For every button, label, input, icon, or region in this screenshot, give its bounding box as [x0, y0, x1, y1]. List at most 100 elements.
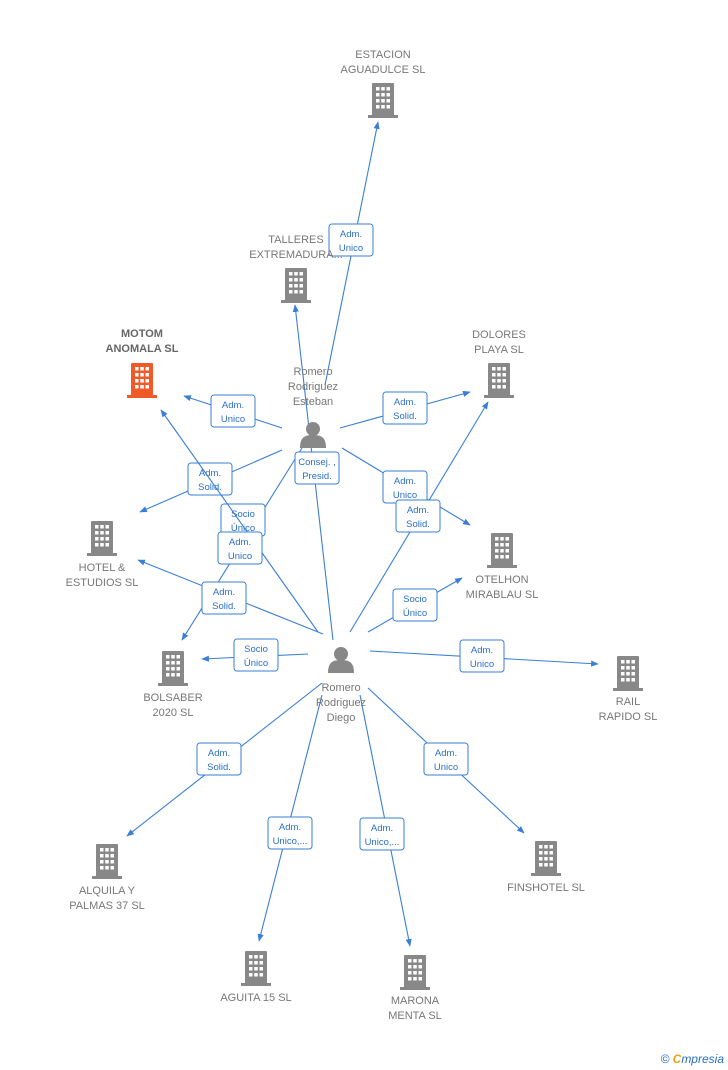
edge-label-text: Adm. — [229, 537, 251, 548]
company-node-otelhon[interactable]: OTELHON MIRABLAU SL — [466, 533, 539, 601]
edge-label-text: Unico,... — [273, 836, 308, 847]
edge-label-box — [201, 581, 247, 615]
company-label: RAPIDO SL — [599, 711, 658, 723]
company-node-marona[interactable]: MARONA MENTA SL — [388, 955, 442, 1022]
building-icon — [484, 363, 514, 398]
person-label: Rodriguez — [316, 697, 366, 709]
edge-label[interactable]: Adm.Unico — [382, 470, 428, 504]
building-icon — [158, 651, 188, 686]
edge-label-text: Unico — [221, 414, 245, 425]
building-icon — [281, 268, 311, 303]
company-label: TALLERES — [268, 234, 323, 246]
edge-label-text: Único — [244, 658, 268, 669]
person-label: Rodriguez — [288, 381, 338, 393]
edge-label-text: Unico,... — [365, 837, 400, 848]
company-label: ESTACION — [355, 49, 410, 61]
edge-label[interactable]: Adm.Unico — [459, 639, 505, 673]
edge-label-box — [267, 816, 313, 850]
edge-label-text: Solid. — [393, 411, 417, 422]
company-node-finshotel[interactable]: FINSHOTEL SL — [507, 841, 585, 894]
edge-label[interactable]: Adm.Unico — [217, 531, 263, 565]
edge-diego-to-alquila: Adm.Solid. — [126, 682, 323, 837]
edge-label[interactable]: Adm.Solid. — [395, 499, 441, 533]
company-label: RAIL — [616, 696, 640, 708]
edge-esteban-to-otelhon: Adm.Unico — [341, 447, 471, 526]
company-node-aguita[interactable]: AGUITA 15 SL — [220, 951, 292, 1004]
company-node-dolores[interactable]: DOLORES PLAYA SL — [472, 329, 526, 398]
edge-label-box — [423, 742, 469, 776]
edge-label-text: Socio — [231, 509, 255, 520]
edge-diego-to-hotel: Adm.Solid. — [137, 559, 324, 635]
person-icon — [300, 422, 326, 448]
company-node-rail[interactable]: RAIL RAPIDO SL — [599, 656, 658, 723]
edge-diego-to-talleres: Consej. ,Presid. — [292, 304, 340, 641]
edge-label-box — [233, 638, 279, 672]
empresia-logo[interactable]: ©Cmpresia — [661, 1052, 724, 1066]
edge-label[interactable]: Adm. Unico,... — [267, 816, 313, 850]
company-label: FINSHOTEL SL — [507, 882, 585, 894]
edge-label-text: Adm. — [435, 748, 457, 759]
company-label: AGUITA 15 SL — [220, 992, 291, 1004]
edge-label-text: Adm. — [471, 645, 493, 656]
edge-label[interactable]: Adm. Unico,... — [359, 817, 405, 851]
edge-diego-to-finshotel: Adm.Unico — [367, 687, 525, 834]
edge-line — [160, 409, 319, 633]
edge-label[interactable]: Adm.Unico — [423, 742, 469, 776]
company-label: EXTREMADURA... — [249, 249, 343, 261]
edge-label-text: Único — [231, 523, 255, 534]
building-icon — [613, 656, 643, 691]
building-icon — [241, 951, 271, 986]
building-icon — [531, 841, 561, 876]
edge-label-box — [459, 639, 505, 673]
company-label: PALMAS 37 SL — [69, 900, 145, 912]
edge-label-box — [328, 223, 374, 257]
edge-label-box — [359, 817, 405, 851]
edge-label-box — [395, 499, 441, 533]
building-icon — [87, 521, 117, 556]
company-label: MARONA — [391, 995, 440, 1007]
edge-label[interactable]: Adm.Solid. — [196, 742, 242, 776]
company-label: AGUADULCE SL — [341, 64, 426, 76]
edge-label[interactable]: Adm.Unico — [328, 223, 374, 257]
company-label: OTELHON — [475, 574, 528, 586]
edge-label-text: Adm. — [371, 823, 393, 834]
company-label: MIRABLAU SL — [466, 589, 539, 601]
edge-label-text: Socio — [244, 644, 268, 655]
edge-label[interactable]: Consej. ,Presid. — [294, 451, 340, 485]
edge-label-text: Adm. — [407, 505, 429, 516]
edge-diego-to-motom: Adm. Unico — [160, 409, 319, 633]
nodes-layer: ESTACION AGUADULCE SL TALLERES EXTREMADURA.… — [66, 49, 658, 1022]
company-node-talleres[interactable]: TALLERES EXTREMADURA... — [249, 234, 343, 303]
company-label: ESTUDIOS SL — [66, 577, 139, 589]
company-label: PLAYA SL — [474, 344, 524, 356]
edge-esteban-to-estacion: Adm.Unico — [324, 121, 380, 386]
edge-label[interactable]: Adm.Solid. — [382, 391, 428, 425]
edge-label-text: Adm. — [208, 748, 230, 759]
edge-label-text: Solid. — [198, 482, 222, 493]
building-icon — [92, 844, 122, 879]
edge-label-text: Adm. — [340, 229, 362, 240]
company-label: DOLORES — [472, 329, 526, 341]
edge-label[interactable]: Adm.Unico — [210, 394, 256, 428]
company-node-estacion[interactable]: ESTACION AGUADULCE SL — [341, 49, 426, 118]
edge-esteban-to-dolores: Adm.Solid. — [339, 390, 471, 429]
company-label: MENTA SL — [388, 1010, 442, 1022]
edge-label-box — [210, 394, 256, 428]
company-node-hotel[interactable]: HOTEL &ESTUDIOS SL — [66, 521, 139, 589]
edge-label[interactable]: Adm.Solid. — [201, 581, 247, 615]
person-label: Romero — [321, 682, 360, 694]
company-label: BOLSABER — [143, 692, 202, 704]
edge-label-text: Adm. — [199, 468, 221, 479]
brand-name: mpresia — [681, 1052, 724, 1066]
edge-label-text: Adm. — [279, 822, 301, 833]
